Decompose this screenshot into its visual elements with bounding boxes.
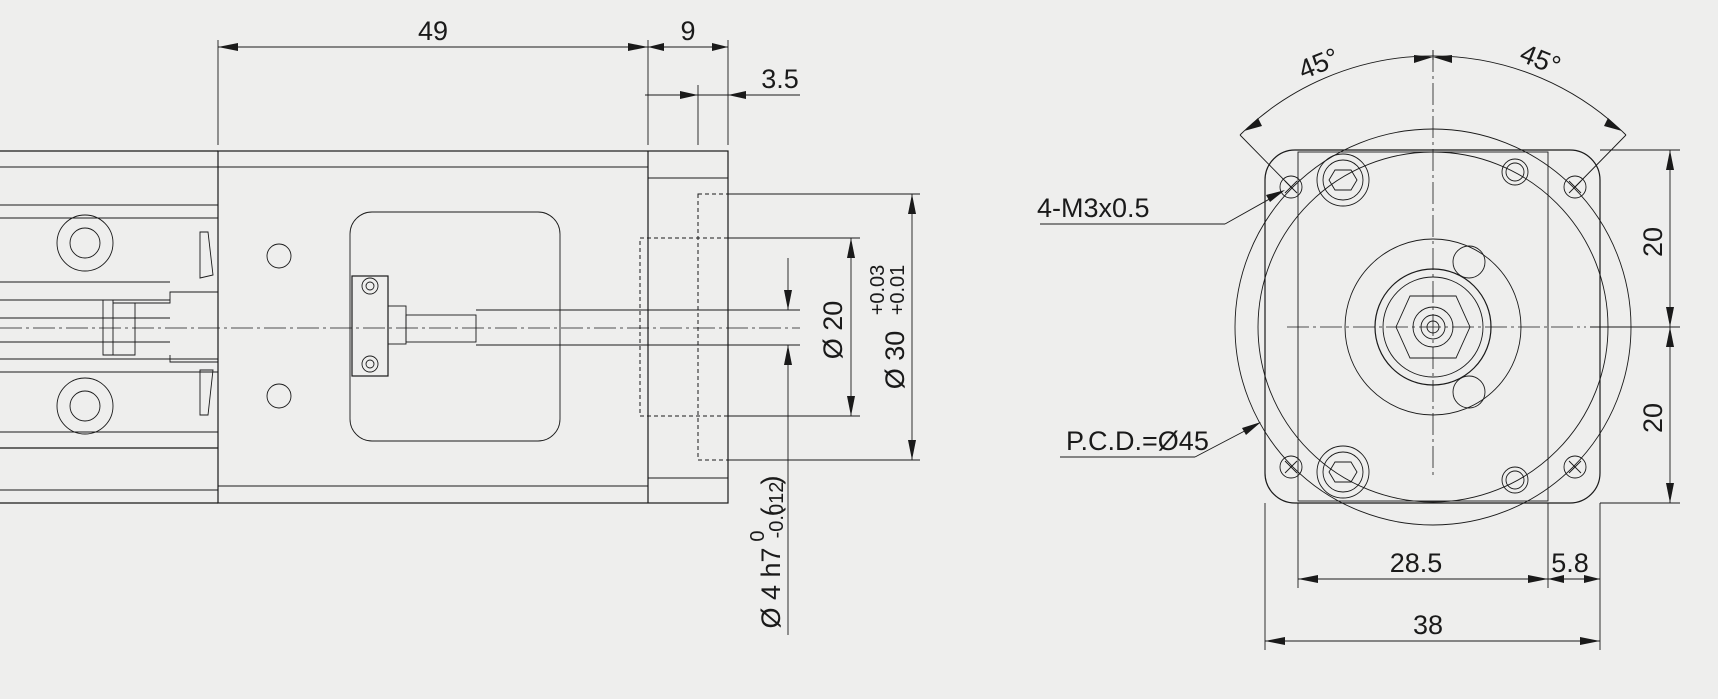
dim-pilot-label: 3.5 [761,64,799,94]
shaft-tol-open-paren: ( [756,508,786,517]
pcd-callout-label: P.C.D.=Ø45 [1066,426,1209,456]
dim-edge-offset-label: 5.8 [1551,548,1589,578]
boss-dia-label: Ø 30 [880,331,910,390]
dim-shaft-diameter: Ø 4 h7 ( 0 -0.012 ) [747,258,792,635]
angle-left-label: 45° [1294,42,1343,85]
front-view: 45° 45° 4-M3x0.5 P.C.D.=Ø45 20 [1037,38,1680,650]
dim-hole-spacing-label: 28.5 [1390,548,1443,578]
shaft-lines [0,309,800,346]
thread-callout: 4-M3x0.5 [1037,190,1285,225]
dim-hole-spacing: 28.5 [1297,503,1549,588]
side-view: 49 9 3.5 Ø 20 +0.03 +0.01 [0,16,920,635]
dim-flange-9: 9 [648,16,729,145]
dim-edge-offset: 5.8 [1548,503,1601,650]
pilot-tol-lower: +0.01 [887,265,909,316]
thread-callout-label: 4-M3x0.5 [1037,193,1150,223]
shaft-dia-label: Ø 4 h7 [756,547,786,628]
dim-flange-label: 9 [680,16,695,46]
shaft-tol-lower: -0.012 [766,482,788,539]
dim-overall-label: 38 [1413,610,1443,640]
flange-outline [1264,149,1601,504]
dim-length-49: 49 [217,16,649,145]
pcd-callout: P.C.D.=Ø45 [1060,422,1261,458]
dim-boss-diameter: Ø 30 [728,193,920,461]
pilot-dia-label: Ø 20 [818,301,848,360]
dim-pilot-diameter: Ø 20 +0.03 +0.01 [728,237,909,417]
dim-overall: 38 [1264,503,1600,650]
socket-screws [1316,153,1529,499]
shaft-tol-close-paren: ) [756,476,786,485]
dim-vertical-halves: 20 20 [1590,149,1680,504]
angle-right-label: 45° [1516,38,1565,81]
dim-lower-half-label: 20 [1638,403,1668,433]
pilot-tol-upper: +0.03 [867,265,889,316]
shaft-tol-upper: 0 [747,530,769,541]
dim-pilot-3-5: 3.5 [645,64,800,145]
dim-length-label: 49 [418,16,448,46]
dim-upper-half-label: 20 [1638,227,1668,257]
motor-housing [217,150,729,504]
actuator-body [0,150,219,504]
